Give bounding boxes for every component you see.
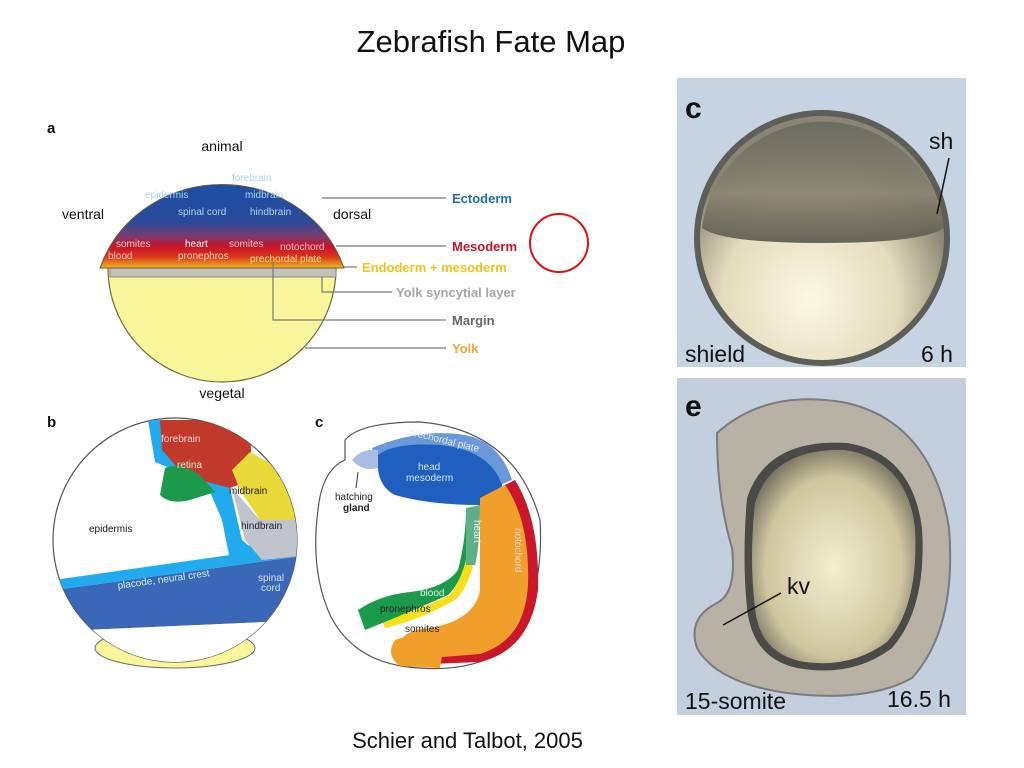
- panel-b-fate-map: b forebrain retina midbrain hindbrain ep…: [47, 414, 298, 669]
- embryo-15-somite-image: [693, 398, 952, 697]
- citation-caption: Schier and Talbot, 2005: [352, 728, 583, 753]
- sh-marker: sh: [929, 128, 954, 154]
- svg-text:forebrain: forebrain: [161, 434, 200, 445]
- panel-c-fate-map: c prechordal plate head mesoderm hatchin…: [315, 414, 542, 670]
- photo-15-somite-stage: e kv 15-somite 16.5 h: [677, 378, 966, 715]
- svg-text:hindbrain: hindbrain: [241, 521, 282, 532]
- svg-text:midbrain: midbrain: [229, 486, 267, 497]
- panel-c-letter: c: [315, 414, 323, 431]
- svg-text:cord: cord: [261, 583, 280, 594]
- svg-text:spinal cord: spinal cord: [178, 207, 226, 218]
- panel-b-letter: b: [47, 414, 56, 431]
- svg-text:somites: somites: [405, 624, 439, 635]
- animal-label: animal: [201, 138, 242, 154]
- svg-text:prechordal plate: prechordal plate: [250, 254, 322, 265]
- svg-text:mesoderm: mesoderm: [406, 473, 453, 484]
- stage-label-shield: shield: [685, 341, 746, 367]
- svg-text:blood: blood: [108, 251, 132, 262]
- photo-e-letter: e: [685, 390, 702, 423]
- time-label-6h: 6 h: [921, 341, 953, 367]
- slide-title: Zebrafish Fate Map: [356, 24, 626, 59]
- legend-mesoderm: Mesoderm: [452, 239, 517, 254]
- annotation-circle: [529, 213, 589, 273]
- embryo-shield-image: [694, 110, 950, 366]
- svg-text:heart: heart: [185, 239, 208, 250]
- svg-text:notochord: notochord: [280, 242, 324, 253]
- stage-label-15-somite: 15-somite: [685, 688, 786, 714]
- svg-text:gland: gland: [343, 503, 370, 514]
- svg-text:blood: blood: [420, 588, 444, 599]
- svg-text:retina: retina: [177, 460, 202, 471]
- svg-text:somites: somites: [116, 239, 150, 250]
- legend-ectoderm: Ectoderm: [452, 191, 512, 206]
- time-label-16-5h: 16.5 h: [887, 686, 951, 712]
- photo-c-letter: c: [685, 92, 702, 125]
- svg-text:forebrain: forebrain: [232, 173, 271, 184]
- legend-margin: Margin: [452, 313, 495, 328]
- svg-text:epidermis: epidermis: [145, 190, 188, 201]
- vegetal-label: vegetal: [199, 385, 244, 401]
- svg-text:pronephros: pronephros: [178, 251, 229, 262]
- svg-text:notochord: notochord: [512, 528, 523, 572]
- svg-text:head: head: [418, 462, 440, 473]
- legend-ysl: Yolk syncytial layer: [396, 285, 516, 300]
- svg-text:midbrain: midbrain: [245, 190, 283, 201]
- svg-text:hindbrain: hindbrain: [250, 207, 291, 218]
- legend-yolk: Yolk: [452, 341, 479, 356]
- svg-text:somites: somites: [229, 239, 263, 250]
- kv-marker: kv: [787, 573, 810, 599]
- legend-endoderm-mesoderm: Endoderm + mesoderm: [362, 260, 507, 275]
- panel-a-fate-map: a animal vegetal ventral dorsal forebrai…: [47, 120, 517, 401]
- svg-text:spinal: spinal: [258, 573, 284, 584]
- svg-text:pronephros: pronephros: [380, 604, 431, 615]
- photo-shield-stage: c sh shield 6 h: [677, 78, 966, 367]
- ventral-label: ventral: [62, 206, 104, 222]
- dorsal-label: dorsal: [333, 206, 371, 222]
- svg-text:epidermis: epidermis: [89, 524, 132, 535]
- svg-text:heart: heart: [471, 520, 482, 543]
- panel-a-letter: a: [47, 120, 56, 137]
- svg-text:hatching: hatching: [335, 492, 373, 503]
